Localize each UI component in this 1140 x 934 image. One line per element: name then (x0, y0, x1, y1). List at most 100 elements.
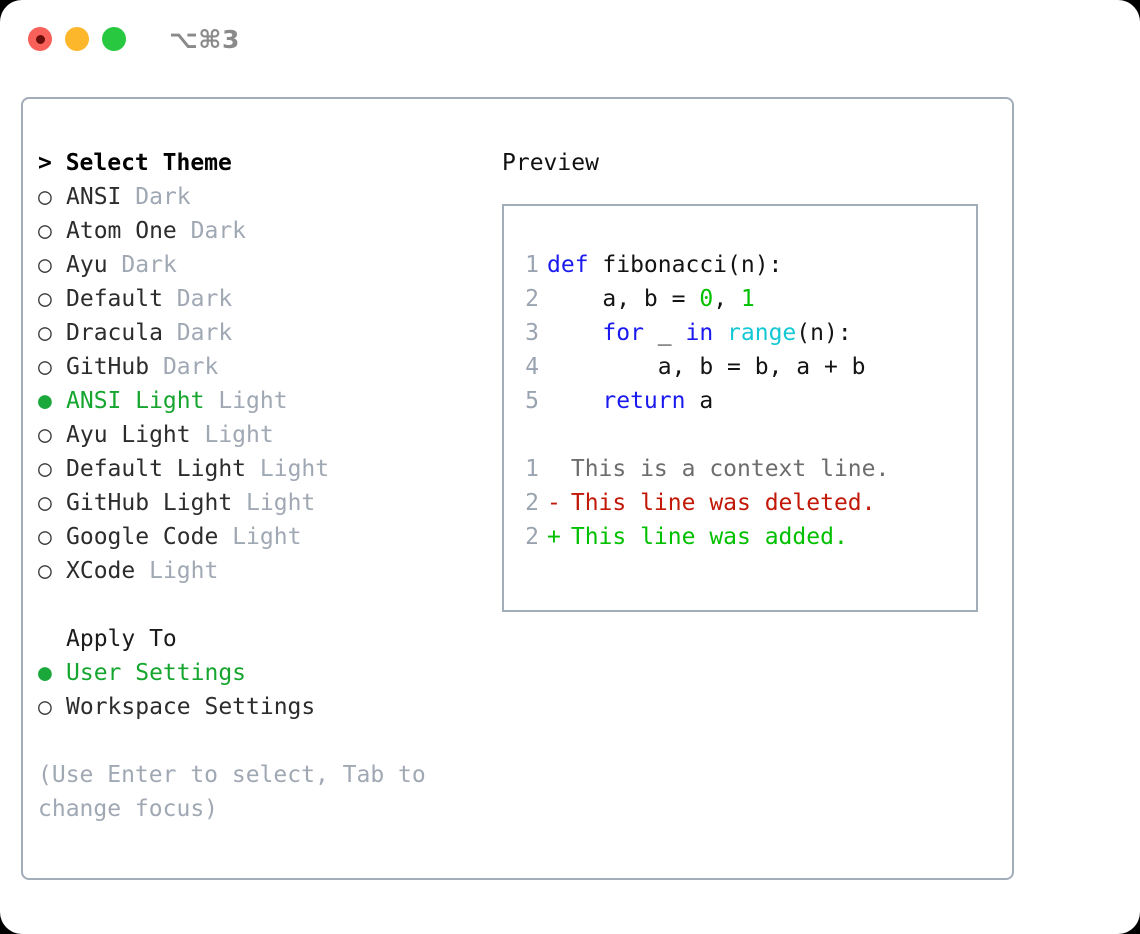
space (246, 456, 260, 482)
code-token: in (685, 320, 714, 346)
maximize-window-button[interactable] (102, 27, 126, 51)
theme-selector-pane: > Select Theme ○ANSI Dark○Atom One Dark○… (38, 146, 498, 826)
code-token: return (602, 388, 686, 414)
theme-name: ANSI (66, 184, 122, 210)
code-token: range (727, 320, 797, 346)
line-number: 1 (525, 456, 539, 482)
apply-to-option-user-settings[interactable]: ●User Settings (38, 656, 498, 690)
keyboard-hint-text: (Use Enter to select, Tab to change focu… (38, 762, 440, 822)
theme-name: ANSI Light (66, 388, 205, 414)
code-token: , (713, 286, 741, 312)
theme-option-default[interactable]: ○Default Dark (38, 282, 498, 316)
diff-sign: - (547, 490, 561, 516)
space (163, 320, 177, 346)
theme-list[interactable]: ○ANSI Dark○Atom One Dark○Ayu Dark○Defaul… (38, 180, 498, 588)
theme-option-ansi[interactable]: ○ ANSI Dark (38, 180, 498, 214)
theme-option-xcode[interactable]: ○XCode Light (38, 554, 498, 588)
radio-unselected-icon: ○ (38, 286, 52, 312)
keyboard-shortcut-label: ⌥⌘3 (169, 24, 240, 54)
theme-option-atom-one[interactable]: ○Atom One Dark (38, 214, 498, 248)
space (121, 184, 135, 210)
theme-name: Ayu (66, 252, 108, 278)
diff-text: This line was added. (557, 524, 848, 550)
space (232, 490, 246, 516)
theme-option-default-light[interactable]: ○Default Light Light (38, 452, 498, 486)
code-token: fibonacci(n): (588, 252, 783, 278)
radio-unselected-icon: ○ (38, 320, 52, 346)
theme-name: Dracula (66, 320, 163, 346)
space (135, 558, 149, 584)
preview-box: 1 def fibonacci(n): 2 a, b = 0, 1 3 for _ i… (502, 204, 978, 612)
diff-text: This line was deleted. (557, 490, 876, 516)
line-number: 2 (525, 286, 539, 312)
theme-name: Default (66, 286, 163, 312)
theme-variant-badge: Light (246, 490, 316, 516)
code-line: 5 return a (515, 384, 972, 418)
space (204, 388, 218, 414)
apply-to-option-workspace-settings[interactable]: ○ Workspace Settings (38, 690, 498, 724)
diff-line-add: 2 + This line was added. (515, 520, 972, 554)
theme-option-ansi-light[interactable]: ● ANSI Light Light (38, 384, 498, 418)
theme-option-google-code[interactable]: ○Google Code Light (38, 520, 498, 554)
code-token: a (685, 388, 714, 414)
theme-variant-badge: Light (259, 456, 330, 482)
theme-name: Atom One (66, 218, 177, 244)
radio-unselected-icon: ○ (38, 184, 52, 210)
theme-variant-badge: Dark (121, 252, 177, 278)
line-number: 3 (525, 320, 539, 346)
code-token: for (602, 320, 644, 346)
code-token: def (547, 252, 589, 278)
apply-to-list[interactable]: ●User Settings ○ Workspace Settings (38, 656, 498, 724)
spacer (38, 588, 498, 622)
line-number: 1 (525, 252, 539, 278)
radio-selected-icon: ● (38, 388, 52, 414)
close-window-button[interactable] (28, 27, 52, 51)
theme-option-ayu[interactable]: ○ Ayu Dark (38, 248, 498, 282)
title-bar: ⌥⌘3 (0, 0, 1140, 78)
space (177, 218, 191, 244)
radio-unselected-icon: ○ (38, 422, 52, 448)
theme-option-ayu-light[interactable]: ○Ayu Light Light (38, 418, 498, 452)
space (191, 422, 205, 448)
theme-variant-badge: Light (232, 524, 302, 550)
theme-name: Default Light (66, 456, 247, 482)
theme-option-dracula[interactable]: ○ Dracula Dark (38, 316, 498, 350)
radio-unselected-icon: ○ (38, 252, 52, 278)
diff-lines: 1 This is a context line.2- This line wa… (515, 452, 972, 554)
diff-sign (547, 452, 557, 486)
radio-unselected-icon: ○ (38, 694, 52, 720)
code-token (547, 388, 602, 414)
apply-to-heading: Apply To (66, 626, 177, 652)
code-token: a, b = b, a + b (547, 354, 866, 380)
minimize-window-button[interactable] (65, 27, 89, 51)
theme-variant-badge: Dark (190, 218, 247, 244)
theme-name: XCode (66, 558, 136, 584)
theme-variant-badge: Light (218, 388, 288, 414)
theme-name: Ayu Light (66, 422, 191, 448)
theme-variant-badge: Dark (176, 320, 233, 346)
code-line: 3 for _ in range(n): (515, 316, 972, 350)
preview-heading: Preview (502, 150, 599, 176)
diff-sign: + (547, 524, 561, 550)
code-token: (n): (796, 320, 852, 346)
code-token (547, 320, 602, 346)
code-token: 0 (699, 286, 714, 312)
code-token: _ (643, 320, 686, 346)
space (149, 354, 163, 380)
code-token: a, b = (547, 286, 700, 312)
theme-option-github-light[interactable]: ○GitHub Light Light (38, 486, 498, 520)
radio-unselected-icon: ○ (38, 524, 52, 550)
radio-unselected-icon: ○ (38, 558, 52, 584)
line-number: 2 (525, 524, 539, 550)
apply-to-label: Workspace Settings (66, 694, 316, 720)
theme-variant-badge: Dark (162, 354, 219, 380)
theme-option-github[interactable]: ○GitHub Dark (38, 350, 498, 384)
preview-pane: Preview 1 def fibonacci(n): 2 a, b = 0, 1 3… (502, 146, 1002, 612)
theme-variant-badge: Dark (135, 184, 191, 210)
select-theme-heading: > Select Theme (38, 150, 232, 176)
line-number: 2 (525, 490, 539, 516)
code-line: 4 a, b = b, a + b (515, 350, 972, 384)
radio-unselected-icon: ○ (38, 490, 52, 516)
